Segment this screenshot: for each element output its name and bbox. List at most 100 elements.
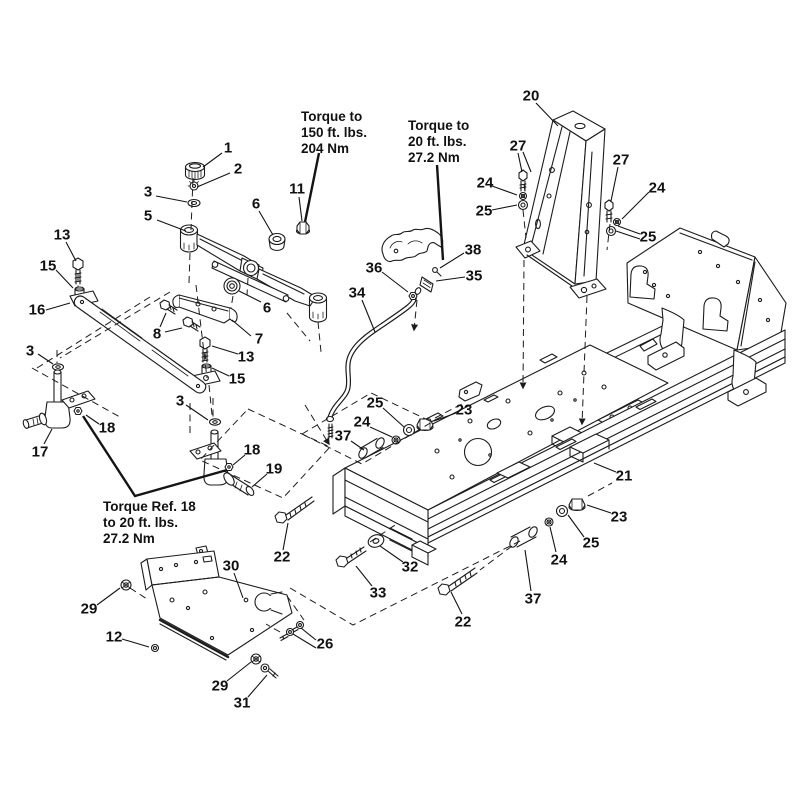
callout-leader-25 (567, 514, 585, 538)
callout-leader-12 (121, 638, 150, 648)
callout-19: 19 (266, 461, 283, 478)
callout-18: 18 (99, 420, 116, 437)
callout-leader-25 (615, 230, 641, 240)
callout-leader-20 (535, 102, 559, 127)
callout-leader-6 (258, 210, 274, 236)
callout-leader-3 (185, 404, 209, 421)
callout-32: 32 (402, 559, 419, 576)
push-cap-nut (120, 579, 132, 591)
push-nut (187, 179, 201, 191)
rail-bracket (496, 461, 531, 479)
tower-bracket (515, 110, 607, 299)
lock-nut (73, 406, 83, 416)
steering-cam (381, 227, 444, 263)
deck-bracket (458, 381, 483, 402)
pivot-cap (184, 161, 206, 181)
callout-17: 17 (32, 444, 49, 461)
callout-leader-29 (226, 661, 252, 682)
callout-6: 6 (263, 300, 271, 317)
callout-leader-24 (621, 191, 650, 220)
callout-leader-33 (355, 565, 373, 587)
torque-ref-18-leader (81, 415, 228, 498)
callout-15: 15 (40, 258, 57, 275)
washer (187, 198, 201, 208)
bolt (159, 299, 178, 315)
callout-leader-22 (282, 522, 289, 551)
flat-washer (367, 534, 385, 548)
flat-washer (555, 504, 569, 518)
callout-leader-6 (238, 290, 262, 303)
spindle-rh (189, 429, 255, 496)
top-tab (710, 230, 730, 248)
frame-foot-bracket (647, 307, 767, 407)
lock-washer (544, 517, 554, 527)
callout-leader-38 (439, 252, 465, 269)
callout-leader-15 (211, 367, 230, 377)
torque-20-leader (435, 164, 445, 261)
spindle-lh (22, 369, 96, 429)
callout-6: 6 (252, 196, 260, 213)
callout-leader-8 (164, 327, 183, 333)
callout-15: 15 (229, 371, 246, 388)
bolt (437, 567, 478, 596)
spacer (358, 437, 385, 459)
callout-leader-24 (549, 526, 557, 553)
nut (150, 643, 160, 653)
bushing (268, 232, 286, 252)
callout-leader-18 (85, 414, 100, 425)
callout-29: 29 (81, 601, 98, 618)
lock-washer (391, 435, 401, 445)
belt-guard (140, 545, 293, 661)
tower-hardware (517, 169, 622, 237)
callout-leader-34 (361, 299, 376, 333)
callout-16: 16 (29, 302, 46, 319)
callout-leader-13 (211, 345, 239, 355)
callout-11: 11 (289, 181, 305, 198)
screw (279, 627, 295, 642)
hex-nut (568, 498, 586, 512)
callout-35: 35 (466, 268, 483, 285)
frame-weldment (332, 227, 787, 566)
callout-3: 3 (176, 393, 184, 410)
callout-8: 8 (153, 326, 161, 343)
callout-24: 24 (354, 414, 371, 431)
callout-23: 23 (456, 402, 473, 419)
callout-leader-24 (369, 426, 393, 438)
bolt (182, 316, 201, 332)
callout-leader-15 (55, 269, 74, 289)
washer (208, 418, 222, 426)
callout-22: 22 (274, 549, 291, 566)
hex-nut (416, 418, 434, 432)
callout-24: 24 (477, 175, 494, 192)
callout-leader-27 (517, 152, 523, 173)
callout-leader-27 (610, 166, 619, 202)
drag-link (69, 290, 221, 394)
callout-13: 13 (54, 227, 71, 244)
bolt (260, 663, 279, 679)
callout-leader-35 (435, 276, 466, 282)
callout-leader-25 (617, 225, 641, 235)
callout-leader-2 (196, 172, 231, 188)
callout-27: 27 (613, 152, 630, 169)
callout-leader-23 (433, 412, 457, 422)
callout-20: 20 (523, 88, 540, 105)
callout-37: 37 (525, 591, 542, 608)
callout-25: 25 (640, 229, 657, 246)
callout-26: 26 (317, 636, 334, 653)
callout-leader-16 (45, 302, 71, 311)
callout-leader-19 (251, 473, 268, 488)
bolt (335, 546, 367, 568)
callout-leader-36 (381, 271, 409, 293)
callout-24: 24 (649, 180, 666, 197)
callout-12: 12 (106, 629, 123, 646)
hook-slot (629, 265, 656, 300)
callout-leader-18 (232, 454, 246, 466)
callout-36: 36 (366, 260, 383, 277)
callout-leader-24 (491, 185, 518, 196)
callout-leader-8 (159, 312, 167, 328)
callout-leader-3 (155, 195, 188, 203)
callout-27: 27 (510, 138, 527, 155)
